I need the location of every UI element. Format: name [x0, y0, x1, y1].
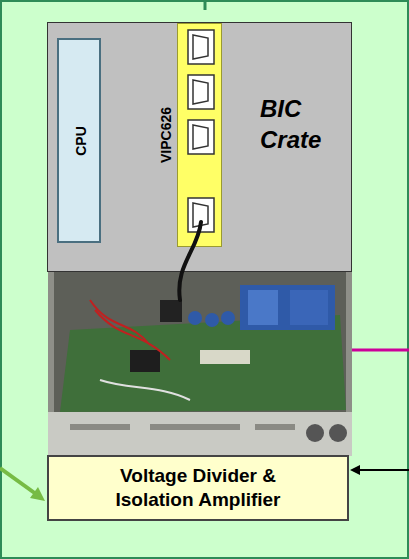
input-line — [358, 469, 409, 471]
vme-carrier-board: VIPC626 — [177, 23, 222, 247]
relay — [290, 290, 328, 325]
chip — [130, 350, 160, 372]
panel-detail — [70, 424, 130, 430]
panel-socket — [306, 424, 324, 442]
wire — [90, 300, 170, 360]
arrow-head — [30, 487, 45, 501]
capacitor — [205, 313, 219, 327]
front-panel — [48, 412, 352, 456]
incoming-line — [204, 0, 207, 10]
panel-socket — [329, 424, 347, 442]
cpu-board: CPU — [57, 38, 101, 243]
panel-detail — [255, 424, 295, 430]
output-line — [352, 349, 409, 352]
chassis-interior — [54, 272, 346, 412]
arrow-head — [350, 465, 360, 475]
wire — [100, 380, 190, 400]
amplifier-box: Voltage Divider & Isolation Amplifier — [47, 455, 349, 521]
node-label: BIC Crate — [260, 93, 346, 155]
capacitor — [221, 311, 235, 325]
electronics-photo — [48, 268, 352, 456]
input-line — [0, 468, 36, 494]
relay — [240, 285, 335, 330]
relay — [248, 290, 278, 325]
panel-detail — [150, 424, 240, 430]
node-label: VIPC626 — [158, 107, 174, 163]
crate-box: CPU VIPC626 BIC Crate — [47, 22, 352, 272]
capacitor — [188, 311, 202, 325]
connector — [160, 300, 182, 322]
node-label: Voltage Divider & Isolation Amplifier — [83, 464, 313, 512]
component — [200, 350, 250, 364]
chassis — [48, 268, 352, 456]
node-label: CPU — [73, 126, 89, 156]
